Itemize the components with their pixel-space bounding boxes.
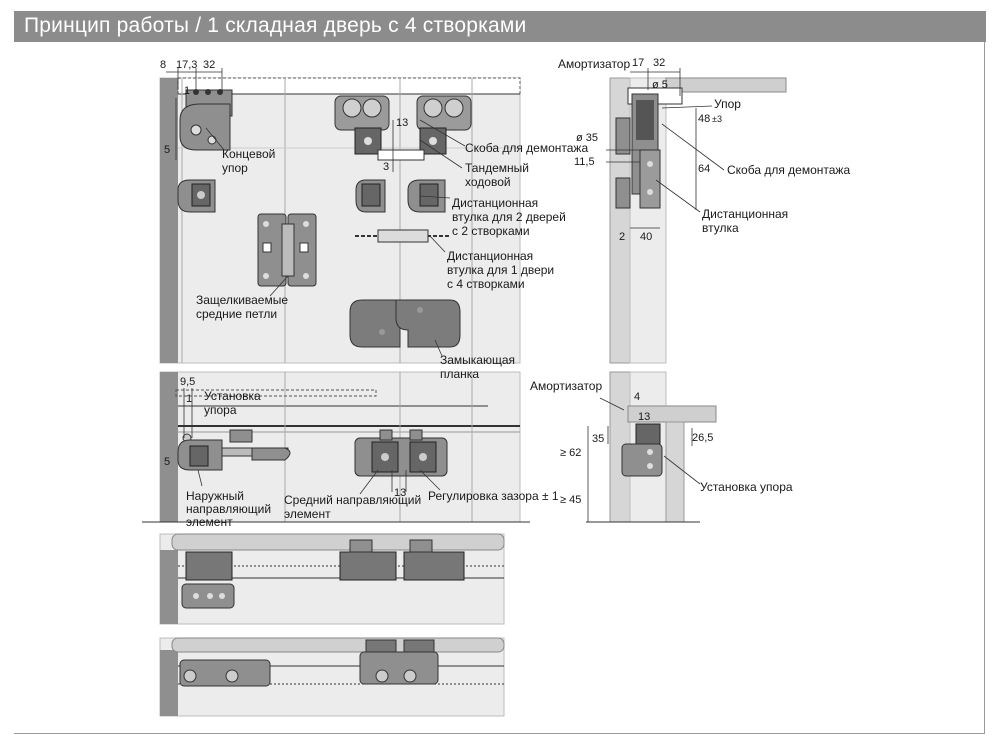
label-mid-guide-1: Средний направляющий (284, 493, 421, 507)
label-spacer2-1: Дистанционная (452, 196, 538, 210)
label-bracket-1: Скоба для демонтажа (465, 141, 588, 155)
label-spacer2-2: втулка для 2 дверей (452, 210, 566, 224)
label-end-stop-2: упор (222, 161, 248, 175)
label-spacer1-3: с 4 створками (447, 277, 525, 291)
side-top-view (606, 68, 787, 364)
dim-13a: 13 (396, 117, 408, 129)
snap-hinge (257, 213, 317, 287)
dim-5b: 5 (164, 456, 170, 468)
dim-1a: 1 (184, 85, 190, 97)
dim-r48: 48 (698, 113, 710, 125)
side-bottom-view (586, 371, 717, 523)
dim-r62: ≥ 62 (560, 447, 581, 459)
dim-r13: 13 (638, 411, 650, 423)
label-damper-top: Амортизатор (558, 57, 630, 71)
dim-r26-5: 26,5 (692, 432, 713, 444)
dim-phi35: ø 35 (576, 132, 598, 144)
label-hinge-2: средние петли (196, 307, 277, 321)
tandem-runner-left (334, 95, 390, 155)
annotations: 8 17,3 32 1 5 13 3 Концевой упор Скоба д… (160, 57, 850, 529)
label-gap-adjust: Регулировка зазора ± 1 (428, 489, 559, 503)
label-damper-bottom: Амортизатор (530, 379, 602, 393)
label-outer-guide-1: Наружный (186, 489, 244, 503)
dim-r32: 32 (653, 57, 665, 69)
page-title: Принцип работы / 1 складная дверь с 4 ст… (24, 14, 527, 37)
label-lock-2: планка (440, 367, 479, 381)
dim-9-5: 9,5 (180, 376, 195, 388)
dim-8: 8 (160, 59, 166, 71)
main-mid-view (142, 371, 530, 523)
bottom-detail-1 (159, 533, 505, 625)
bottom-detail-2 (159, 637, 505, 717)
dim-r17: 17 (632, 57, 644, 69)
dim-r2: 2 (619, 231, 625, 243)
label-spacer1-2: втулка для 1 двери (447, 263, 554, 277)
dim-17-3: 17,3 (176, 59, 197, 71)
label-spacer1-1: Дистанционная (447, 249, 533, 263)
dim-r45: ≥ 45 (560, 494, 581, 506)
dim-r11-5: 11,5 (574, 156, 595, 168)
outer-guide-part (177, 429, 291, 471)
spacer-sleeve (355, 229, 450, 243)
bracket-bar (377, 149, 425, 161)
dim-r64: 64 (698, 163, 710, 175)
label-end-stop-1: Концевой (222, 147, 275, 161)
guide-block-mid-a (355, 179, 386, 213)
label-tandem-2: ходовой (465, 175, 511, 189)
side-wall (160, 78, 178, 363)
dim-1b: 1 (186, 393, 192, 405)
end-stop-part (179, 89, 233, 151)
dim-r40: 40 (640, 231, 652, 243)
label-bracket-right: Скоба для демонтажа (727, 163, 850, 177)
title-bar: Принцип работы / 1 складная дверь с 4 ст… (14, 11, 986, 42)
dim-32: 32 (203, 59, 215, 71)
dim-13b: 13 (394, 487, 406, 499)
label-stop-install-2: упора (204, 403, 237, 417)
middle-guide-part (354, 429, 448, 477)
main-top-view (159, 68, 521, 364)
dim-r4: 4 (634, 391, 640, 403)
label-spacer-right-2: втулка (702, 221, 739, 235)
label-mid-guide-2: элемент (284, 507, 331, 521)
dim-5a: 5 (164, 144, 170, 156)
label-lock-1: Замыкающая (440, 353, 515, 367)
label-stop-install-right: Установка упора (700, 480, 793, 494)
label-spacer2-3: с 2 створками (452, 224, 530, 238)
label-stop-install-1: Установка (204, 389, 261, 403)
label-hinge-1: Защелкиваемые (196, 293, 288, 307)
label-outer-guide-2: направляющий (186, 502, 271, 516)
label-outer-guide-3: элемент (186, 515, 233, 529)
label-stop-right: Упор (714, 97, 741, 111)
guide-block-left (177, 179, 216, 213)
content-frame (14, 42, 985, 734)
locking-plate (349, 299, 461, 348)
dim-r48-tol: ±3 (712, 114, 722, 124)
dim-phi5: ø 5 (652, 79, 668, 91)
guide-block-mid-b (407, 179, 446, 213)
dim-3: 3 (383, 161, 389, 173)
label-tandem-1: Тандемный (465, 161, 529, 175)
label-spacer-right-1: Дистанционная (702, 207, 788, 221)
dim-r35: 35 (592, 433, 604, 445)
